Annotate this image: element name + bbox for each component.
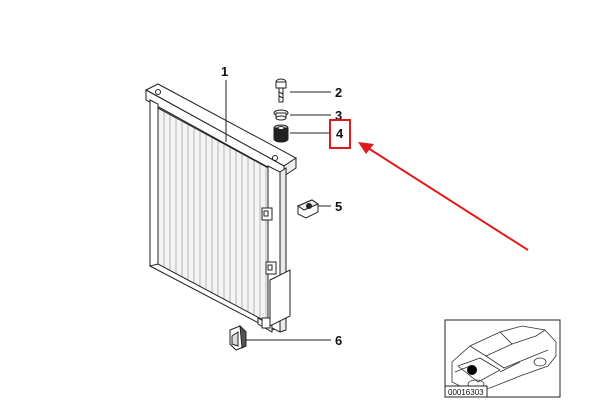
condenser-part bbox=[144, 83, 297, 333]
highlight-box bbox=[329, 119, 351, 149]
rubber-buffer-part bbox=[229, 324, 247, 351]
location-marker-icon bbox=[467, 365, 477, 375]
reference-code: 00016303 bbox=[448, 388, 484, 397]
callout-number-1: 1 bbox=[221, 64, 228, 79]
red-arrow-icon bbox=[358, 142, 529, 251]
callout-number-2: 2 bbox=[335, 85, 342, 100]
callout-number-5: 5 bbox=[335, 199, 342, 214]
callout-number-6: 6 bbox=[335, 333, 342, 348]
washer-part bbox=[273, 109, 289, 121]
clip-nut-part bbox=[296, 199, 320, 219]
rubber-mount-part bbox=[273, 124, 289, 143]
vehicle-inset: 00016303 bbox=[444, 319, 561, 398]
callout-number-3: 3 bbox=[335, 108, 342, 123]
callout-number-4: 4 bbox=[336, 126, 344, 141]
bolt-part bbox=[275, 78, 287, 103]
